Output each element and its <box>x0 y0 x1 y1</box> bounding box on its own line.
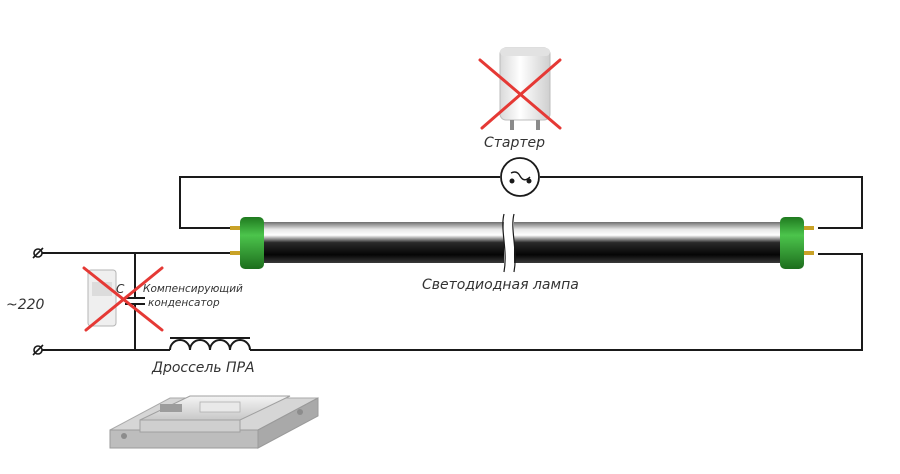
lamp-pin <box>230 226 240 230</box>
lamp-cap-left <box>240 217 264 269</box>
terminal-bottom <box>32 344 44 356</box>
voltage-label: ~220 <box>6 297 45 313</box>
starter-cross <box>478 58 562 130</box>
wires <box>40 176 863 351</box>
capacitor-symbol-label: C <box>116 282 125 296</box>
lamp-cap-right <box>780 217 804 269</box>
led-lamp-label: Светодиодная лампа <box>422 277 579 293</box>
choke-label: Дроссель ПРА <box>151 360 255 376</box>
led-lamp <box>230 213 814 273</box>
terminal-top <box>32 247 44 259</box>
capacitor-cross <box>82 266 164 332</box>
starter-label: Стартер <box>484 135 545 151</box>
choke-symbol-icon <box>169 337 251 351</box>
lamp-pin <box>804 251 814 255</box>
lamp-pin <box>804 226 814 230</box>
wire-right-return <box>40 253 863 351</box>
lamp-pin <box>230 251 240 255</box>
capacitor-label-line1: Компенсирующий <box>143 283 243 295</box>
starter-symbol-icon <box>500 157 540 197</box>
lamp-break <box>504 214 514 272</box>
ballast-photo <box>109 395 319 449</box>
capacitor-gap <box>131 299 139 303</box>
wire-top-loop <box>179 176 500 229</box>
wire-top-loop-right <box>540 176 863 229</box>
capacitor-label-line2: конденсатор <box>148 297 220 309</box>
lamp-tube <box>262 222 782 263</box>
